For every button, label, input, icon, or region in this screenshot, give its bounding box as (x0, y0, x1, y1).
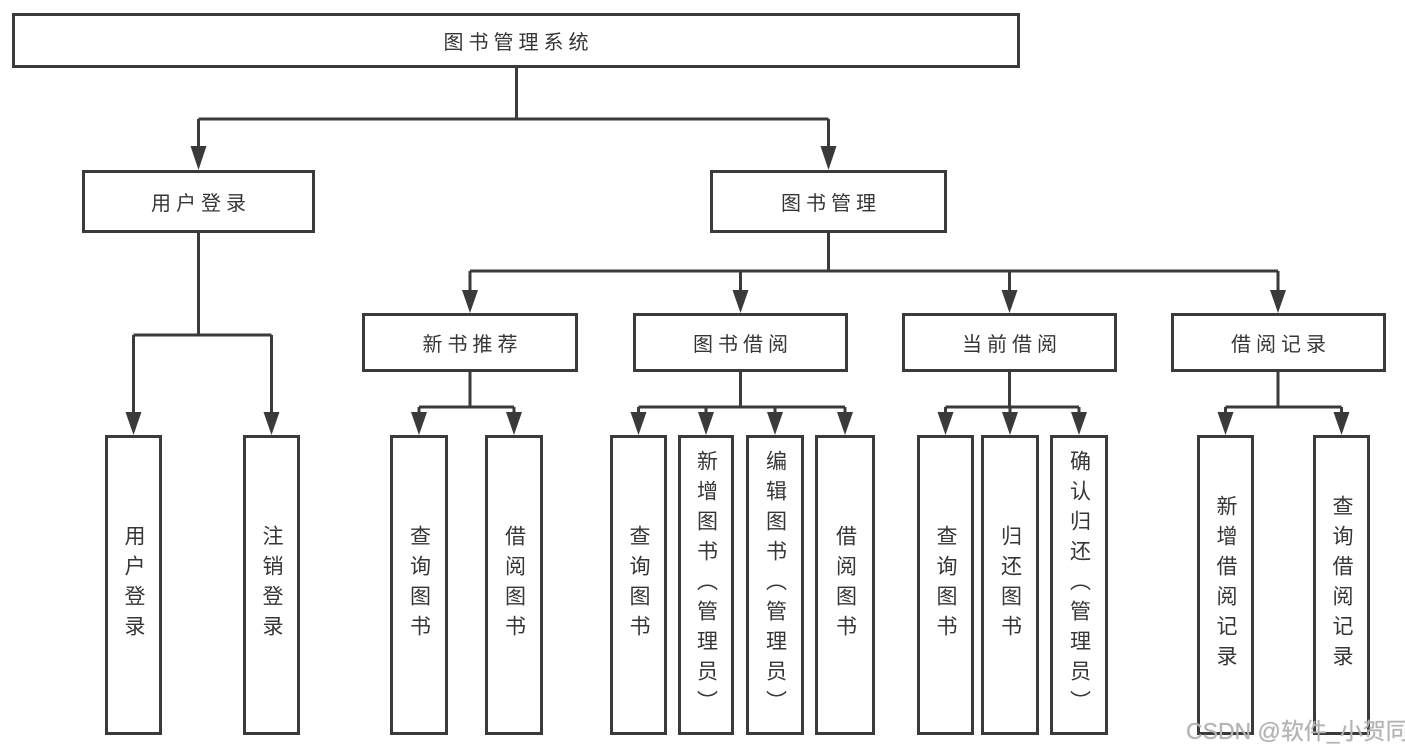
edge-cur-borrow-branch (944, 372, 1081, 413)
arrowhead-icon (1333, 412, 1350, 435)
edge-root-trunk (197, 68, 830, 148)
arrowhead-icon (190, 146, 207, 170)
edge-user-login-branch (132, 233, 273, 413)
leaf-records-query-borrow-record: 查询借阅记录 (1313, 435, 1370, 735)
edge-new-rec-branch (417, 372, 516, 413)
edge-book-borrow-branch (637, 372, 847, 413)
node-book-management: 图书管理 (710, 170, 947, 233)
node-new-book-recommend: 新书推荐 (362, 313, 578, 372)
leaf-records-add-borrow-record: 新增借阅记录 (1197, 435, 1254, 735)
leaf-current-return-books: 归还图书 (981, 435, 1039, 735)
node-book-borrow: 图书借阅 (633, 313, 848, 372)
leaf-borrow-borrow-books: 借阅图书 (815, 435, 875, 735)
arrowheads (125, 146, 1350, 435)
arrowhead-icon (506, 412, 522, 435)
leaf-user-login: 用户登录 (105, 435, 162, 735)
arrowhead-icon (1071, 412, 1087, 435)
leaf-borrow-query-books: 查询图书 (610, 435, 667, 735)
arrowhead-icon (837, 412, 853, 435)
arrowhead-icon (1217, 412, 1234, 435)
arrowhead-icon (767, 412, 783, 435)
leaf-current-confirm-return-admin: 确认归还（管理员） (1050, 435, 1108, 735)
leaf-recommend-borrow-books: 借阅图书 (485, 435, 543, 735)
node-current-borrow: 当前借阅 (902, 313, 1117, 372)
arrowhead-icon (937, 412, 954, 435)
leaf-borrow-add-books-admin: 新增图书（管理员） (678, 435, 734, 735)
leaf-recommend-query-books: 查询图书 (390, 435, 448, 735)
arrowhead-icon (1270, 290, 1286, 313)
arrowhead-icon (263, 412, 280, 435)
arrowhead-icon (698, 412, 714, 435)
edge-borrow-rec-branch (1224, 372, 1343, 413)
arrowhead-icon (630, 412, 647, 435)
arrowhead-icon (1002, 412, 1018, 435)
leaf-current-query-books: 查询图书 (917, 435, 974, 735)
arrowhead-icon (462, 290, 478, 313)
edge-book-mgmt-branch (468, 233, 1280, 291)
arrowhead-icon (1001, 290, 1018, 313)
leaf-logout: 注销登录 (243, 435, 300, 735)
arrowhead-icon (411, 412, 427, 435)
node-root-library-system: 图书管理系统 (12, 13, 1020, 68)
node-user-login: 用户登录 (82, 170, 315, 233)
leaf-borrow-edit-books-admin: 编辑图书（管理员） (746, 435, 804, 735)
arrowhead-icon (732, 290, 749, 313)
node-borrow-records: 借阅记录 (1171, 313, 1386, 372)
csdn-watermark: CSDN @软件_小贺同学 (1186, 718, 1405, 744)
arrowhead-icon (125, 412, 142, 435)
arrowhead-icon (820, 146, 837, 170)
